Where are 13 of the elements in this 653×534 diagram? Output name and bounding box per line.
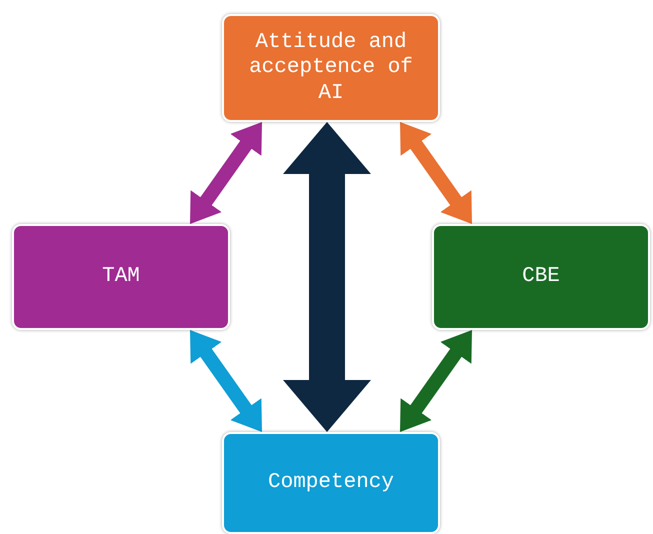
node-label: TAM	[102, 264, 140, 290]
node-label: Competency	[268, 470, 394, 496]
double-arrow	[283, 122, 371, 432]
double-arrow	[400, 122, 472, 224]
process-box	[432, 224, 650, 330]
double-arrow	[400, 330, 472, 432]
process-box	[12, 224, 230, 330]
process-box	[222, 14, 440, 122]
double-arrow	[190, 122, 262, 224]
process-box	[222, 432, 440, 534]
node-label: CBE	[522, 264, 560, 290]
double-arrow	[190, 330, 262, 432]
node-label: Attitude and acceptence of AI	[248, 30, 414, 106]
